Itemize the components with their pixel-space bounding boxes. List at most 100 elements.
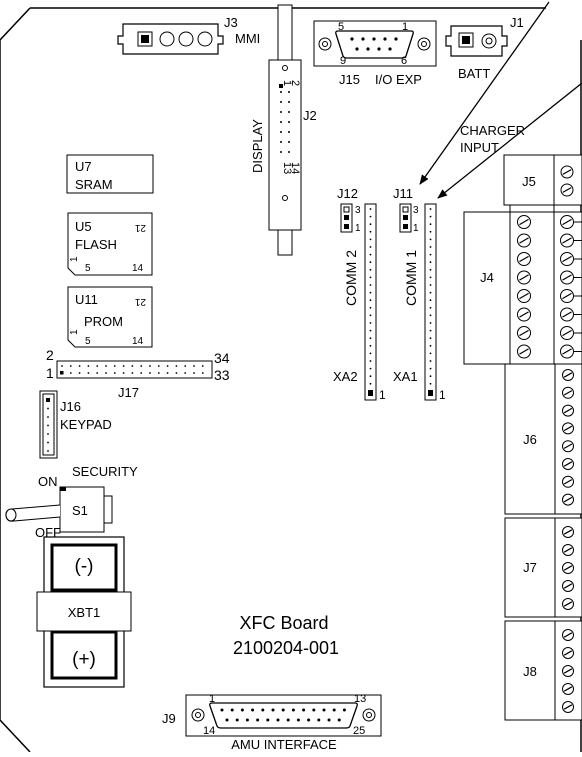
u11-pin5-label: 5 [85, 336, 91, 347]
batt-label: BATT [458, 66, 490, 81]
pin-dot [96, 365, 99, 367]
pin-dot [201, 365, 204, 367]
pin-dot [288, 141, 290, 143]
db9-pin-1-label: 1 [402, 21, 408, 33]
charger-label-line1: CHARGER [460, 123, 525, 138]
pin-dot [280, 91, 282, 93]
screw-slot [519, 292, 529, 300]
pin-dot [280, 141, 282, 143]
pin-dot [280, 111, 282, 113]
pin-dot [429, 329, 432, 332]
j6-terminal-block [504, 363, 582, 515]
pin-dot [122, 372, 125, 374]
screw-slot [563, 668, 573, 674]
pin-dot [429, 268, 432, 271]
pin-dot [302, 708, 306, 712]
io-exp-label: I/O EXP [375, 72, 422, 87]
screw-slot [563, 461, 573, 467]
pin-dot [429, 352, 432, 355]
pin-dot [369, 246, 372, 248]
pin-dot [369, 299, 372, 302]
pin-dot [140, 372, 143, 374]
pin-dot [429, 246, 432, 248]
pin-dot [429, 261, 432, 264]
u11-pin14-label: 14 [132, 336, 144, 347]
pin-dot [369, 215, 372, 218]
pin-dot [369, 329, 372, 332]
pin-dot [131, 365, 134, 367]
pin-dot [429, 230, 432, 233]
pin-dot [69, 365, 72, 367]
pin-dot [342, 708, 346, 712]
pin-dot [193, 365, 195, 367]
xa1-comm1-socket [424, 203, 437, 401]
xbt1-battery [36, 536, 132, 688]
pin-dot [157, 365, 160, 367]
pin-dot [355, 47, 359, 51]
pin-dot [369, 306, 372, 309]
pin-dot [372, 37, 376, 41]
u11-pin21-label: 21 [134, 296, 146, 307]
pin-dot [369, 375, 372, 378]
screw-slot [519, 348, 529, 355]
pin-dot [96, 372, 99, 374]
security-label: SECURITY [72, 464, 138, 479]
u11-pin1-label: 1 [69, 329, 80, 335]
screw-slot [563, 372, 573, 378]
comm1-label: COMM 1 [403, 250, 419, 306]
pin-dot [429, 382, 432, 385]
pin-dot [288, 131, 290, 133]
pin-dot [105, 365, 107, 367]
pin-dot [366, 47, 370, 51]
pin-dot [322, 708, 326, 712]
arrow-to-xa1 [437, 82, 582, 199]
j15-label: J15 [339, 72, 360, 87]
flash-label: FLASH [75, 237, 117, 252]
pin-dot [383, 37, 387, 41]
pin-dot [369, 223, 372, 226]
screw-slot [563, 496, 573, 503]
db25-pin14-label: 14 [203, 725, 215, 737]
pin-dot [276, 718, 280, 722]
pin-dot [47, 441, 49, 444]
pin-dot [47, 407, 49, 410]
j7-terminal-block [504, 517, 582, 618]
screw-slot [562, 292, 572, 300]
j17-label: J17 [118, 385, 139, 400]
j2-connector [268, 4, 302, 256]
j2-label: J2 [303, 108, 317, 123]
pin-dot [280, 151, 282, 153]
pin-dot [429, 276, 432, 279]
pin-dot [361, 37, 365, 41]
pin-dot [332, 708, 336, 712]
pin-dot [429, 344, 432, 347]
db9-pin-5-label: 5 [338, 21, 344, 33]
pin-dot [288, 101, 290, 103]
pin-dot [78, 365, 81, 367]
j1-connector [445, 25, 508, 57]
pin-dot [113, 365, 116, 367]
u5-label: U5 [75, 219, 92, 234]
switch-on-label: ON [38, 474, 58, 489]
screw-slot [563, 390, 573, 396]
pin-dot [337, 718, 341, 722]
xa2-comm2-socket [364, 203, 377, 401]
pin-dot [369, 322, 372, 324]
j17-pin33-label: 33 [214, 367, 230, 383]
pin-dot [281, 708, 285, 712]
j12-jumper [340, 203, 353, 233]
pin-dot [280, 101, 282, 103]
j16-label: J16 [60, 399, 81, 414]
u11-label: U11 [75, 292, 98, 307]
pin-dot [327, 718, 331, 722]
j6-label: J6 [523, 432, 537, 447]
pin-dot [245, 718, 249, 722]
pin-dot [280, 121, 282, 123]
screw-slot [519, 329, 529, 337]
board-title: XFC Board [239, 613, 328, 633]
screw-slot [562, 329, 572, 337]
db25-pin13-label: 13 [354, 693, 366, 705]
pin-dot [184, 372, 187, 374]
pin-dot [78, 372, 81, 374]
screw-slot [562, 274, 572, 281]
